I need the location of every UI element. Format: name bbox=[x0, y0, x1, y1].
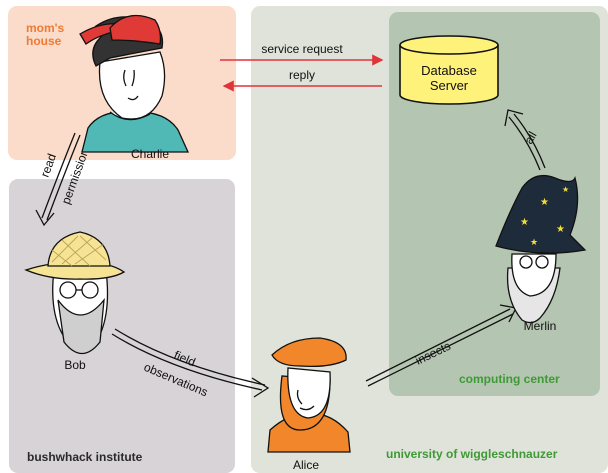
svg-text:★: ★ bbox=[520, 217, 529, 228]
university-label: university of wiggleschnauzer bbox=[386, 447, 558, 461]
field-label: field bbox=[172, 348, 198, 369]
svg-text:★: ★ bbox=[530, 237, 538, 247]
svg-text:★: ★ bbox=[540, 197, 549, 208]
read-permission-arrow bbox=[35, 132, 81, 227]
charlie-figure bbox=[79, 14, 190, 153]
merlin-name: Merlin bbox=[524, 319, 557, 333]
database-label-line2: Server bbox=[430, 78, 469, 93]
computing-center-label: computing center bbox=[459, 372, 560, 386]
alice-figure bbox=[267, 337, 351, 453]
bob-name: Bob bbox=[64, 358, 86, 372]
bob-figure bbox=[24, 231, 126, 355]
reply-label: reply bbox=[289, 68, 315, 82]
svg-text:★: ★ bbox=[556, 224, 565, 235]
database-label-line1: Database bbox=[421, 63, 477, 78]
service-request-label: service request bbox=[261, 42, 343, 56]
all-label: all bbox=[521, 129, 539, 146]
merlin-figure: ★ ★ ★ ★ ★ bbox=[495, 174, 587, 324]
observations-label: observations bbox=[142, 360, 210, 399]
insects-label: insects bbox=[413, 339, 453, 368]
svg-text:★: ★ bbox=[562, 185, 569, 194]
read-label: read bbox=[38, 152, 59, 179]
database-server: Database Server bbox=[399, 35, 499, 105]
field-observations-arrow bbox=[111, 328, 270, 398]
moms-house-label: mom's house bbox=[26, 21, 65, 48]
charlie-name: Charlie bbox=[131, 147, 169, 161]
region-bushwhack-institute bbox=[9, 179, 235, 473]
all-arrow bbox=[504, 109, 546, 171]
bushwhack-institute-label: bushwhack institute bbox=[27, 450, 143, 464]
alice-name: Alice bbox=[293, 458, 319, 472]
